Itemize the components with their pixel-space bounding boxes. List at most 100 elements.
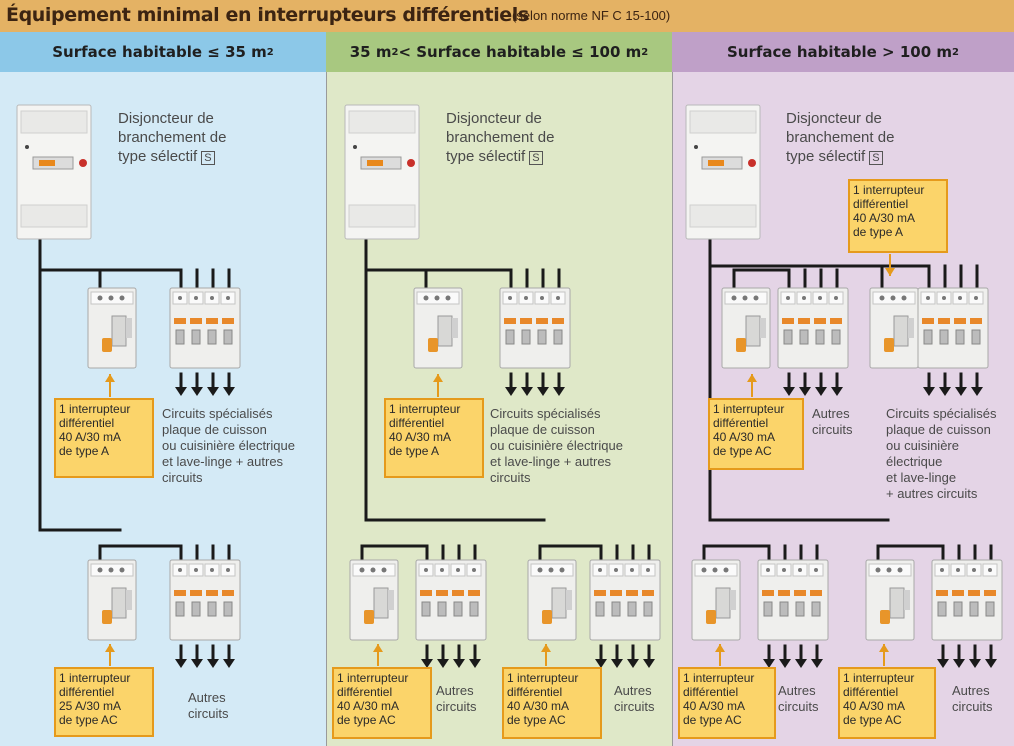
- mcb-toggle: [763, 601, 773, 617]
- mcb-toggle: [811, 601, 821, 617]
- circuit-arrow-head: [763, 659, 775, 668]
- mcb-group: [757, 559, 829, 641]
- column-header-text: Surface habitable ≤ 35 m: [52, 43, 267, 61]
- main-breaker-screw: [25, 145, 29, 149]
- mcb-group: [415, 559, 487, 641]
- circuit-arrow-head: [421, 659, 433, 668]
- rcd-lever: [364, 610, 374, 624]
- mcb-screw: [798, 568, 802, 572]
- mcb-group: [169, 559, 241, 641]
- mcb-label-strip: [468, 590, 480, 596]
- rcd-device: [349, 559, 399, 641]
- circuit-arrow-head: [505, 387, 517, 396]
- circuit-arrow-head: [953, 659, 965, 668]
- mcb-label-strip: [778, 590, 790, 596]
- rcd-screw: [537, 567, 543, 573]
- mcb-toggle: [799, 329, 809, 345]
- main-breaker-cover: [348, 110, 416, 134]
- mcb-toggle: [421, 601, 431, 617]
- mcb-toggle: [831, 329, 841, 345]
- circuit-arrow-head: [175, 387, 187, 396]
- circuits-label: Autres circuits: [614, 683, 655, 714]
- mcb-toggle: [939, 329, 949, 345]
- mcb-screw: [782, 568, 786, 572]
- rcd-screw: [731, 295, 737, 301]
- rcd-device: [691, 559, 741, 641]
- mcb-screw: [988, 568, 992, 572]
- mcb-toggle: [537, 329, 547, 345]
- rcd-screw: [701, 567, 707, 573]
- circuit-arrow-head: [971, 387, 983, 396]
- circuit-arrow-head: [923, 387, 935, 396]
- circuits-label: Autres circuits: [436, 683, 477, 714]
- mcb-body: [415, 559, 487, 641]
- rcd-test-button: [908, 318, 914, 338]
- mcb-screw: [814, 568, 818, 572]
- mcb-screw: [194, 568, 198, 572]
- mcb-label-strip: [954, 318, 966, 324]
- rcd-screw: [875, 567, 881, 573]
- mcb-group: [589, 559, 661, 641]
- selective-symbol: S: [869, 151, 883, 165]
- mcb-screw: [226, 568, 230, 572]
- mcb-toggle: [223, 601, 233, 617]
- mcb-screw: [508, 296, 512, 300]
- label-pointer-head: [885, 268, 895, 276]
- rcd-lever: [880, 610, 890, 624]
- column-header-exponent: 2: [391, 46, 399, 58]
- main-breaker-cover: [20, 110, 88, 134]
- rcd-screw: [97, 295, 103, 301]
- rcd-lever: [102, 338, 112, 352]
- rcd-lever: [542, 610, 552, 624]
- circuits-label: Circuits spécialisés plaque de cuisson o…: [490, 406, 623, 485]
- selective-symbol: S: [201, 151, 215, 165]
- circuits-label: Autres circuits: [812, 406, 853, 437]
- main-breaker-label: Disjoncteur de branchement de type sélec…: [786, 109, 894, 166]
- mcb-toggle: [923, 329, 933, 345]
- circuit-arrow-head: [207, 659, 219, 668]
- mcb-screw: [598, 568, 602, 572]
- mcb-label-strip: [190, 318, 202, 324]
- circuit-arrow-head: [955, 387, 967, 396]
- circuit-arrow-head: [815, 387, 827, 396]
- circuits-label: Autres circuits: [952, 683, 993, 714]
- mcb-label-strip: [436, 590, 448, 596]
- circuit-arrow-head: [207, 387, 219, 396]
- rcd-device: [87, 559, 137, 641]
- mcb-toggle: [175, 601, 185, 617]
- mcb-screw: [646, 568, 650, 572]
- mcb-screw: [630, 568, 634, 572]
- mcb-toggle: [505, 329, 515, 345]
- mcb-screw: [226, 296, 230, 300]
- mcb-label-strip: [642, 590, 654, 596]
- mcb-body: [169, 559, 241, 641]
- mcb-group: [917, 287, 989, 369]
- circuit-arrow-head: [223, 387, 235, 396]
- rcd-device: [87, 287, 137, 369]
- rcd-label: 1 interrupteur différentiel 40 A/30 mA d…: [678, 667, 776, 739]
- main-breaker-indicator: [79, 159, 87, 167]
- rcd-face: [437, 315, 453, 347]
- mcb-group: [169, 287, 241, 369]
- circuit-arrow-head: [937, 659, 949, 668]
- circuit-arrow-head: [191, 387, 203, 396]
- column-divider: [326, 32, 327, 746]
- mcb-label-strip: [174, 318, 186, 324]
- rcd-screw: [548, 567, 554, 573]
- mcb-screw: [802, 296, 806, 300]
- main-breaker-label: Disjoncteur de branchement de type sélec…: [446, 109, 554, 166]
- mcb-label-strip: [762, 590, 774, 596]
- mcb-screw: [472, 568, 476, 572]
- page-subtitle: (selon norme NF C 15-100): [512, 8, 671, 23]
- main-breaker: [344, 104, 420, 240]
- column-header-exponent: 2: [952, 46, 959, 58]
- mcb-screw: [974, 296, 978, 300]
- rcd-test-button: [452, 318, 458, 338]
- rcd-screw: [423, 295, 429, 301]
- mcb-screw: [194, 296, 198, 300]
- circuits-label: Circuits spécialisés plaque de cuisson o…: [162, 406, 295, 485]
- selective-symbol: S: [529, 151, 543, 165]
- mcb-screw: [614, 568, 618, 572]
- mcb-toggle: [969, 601, 979, 617]
